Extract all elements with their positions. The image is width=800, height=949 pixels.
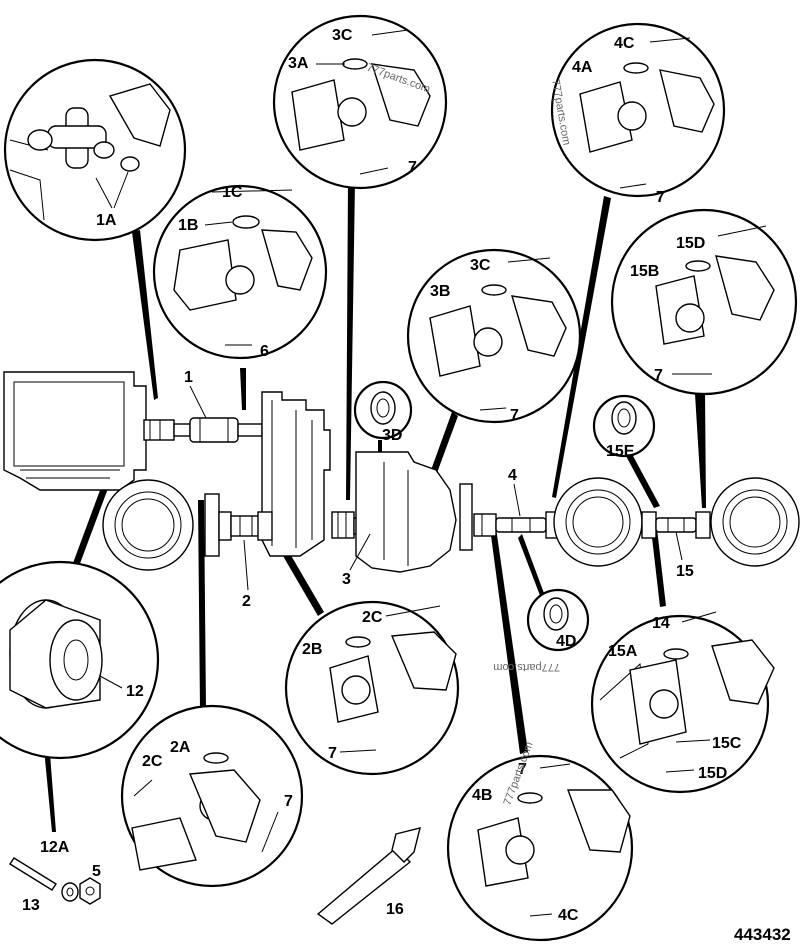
detail-circle-4A: 4C 4A 7 777parts.com <box>549 22 726 206</box>
callout-7-4B: 7 <box>518 761 527 778</box>
detail-circle-12: 12 <box>0 560 160 760</box>
detail-circle-2A: 2A 2C 7 <box>120 704 304 888</box>
detail-circle-3A: 3C 3A 7 777parts.com <box>272 14 448 190</box>
detail-circle-1B: 1C 1B 6 <box>152 184 328 360</box>
sealant-tube-16: 16 <box>316 827 421 925</box>
detail-circle-2B: 2C 2B 7 777parts.com <box>284 600 560 776</box>
drive-shaft-1 <box>143 417 263 443</box>
callout-15E: 15E <box>606 443 635 460</box>
callout-1: 1 <box>184 369 193 386</box>
callout-7-3A: 7 <box>408 159 417 176</box>
callout-14: 14 <box>652 615 670 632</box>
callout-15D-bottom: 15D <box>698 765 727 782</box>
callout-3D: 3D <box>382 427 402 444</box>
callout-3C-mid: 3C <box>470 257 491 274</box>
main-assembly <box>3 371 800 573</box>
callout-7-4A: 7 <box>656 189 665 206</box>
differential-housing <box>355 451 457 573</box>
callout-4C-top: 4C <box>614 35 635 52</box>
detail-circle-3B: 3C 3B 7 <box>406 248 582 424</box>
callout-7-2B: 7 <box>328 745 337 762</box>
callout-3B: 3B <box>430 283 450 300</box>
callout-4C-bottom: 4C <box>558 907 579 924</box>
callout-15: 15 <box>676 563 694 580</box>
drive-shaft-15 <box>641 511 711 539</box>
callout-4: 4 <box>508 467 517 484</box>
watermark-3: 777parts.com <box>493 661 560 673</box>
callout-12: 12 <box>126 683 144 700</box>
front-axle-hub-left <box>102 479 232 571</box>
callout-2B: 2B <box>302 641 322 658</box>
callout-7-3B: 7 <box>510 407 519 424</box>
callout-4D: 4D <box>556 633 576 650</box>
callout-7-15D: 7 <box>654 367 663 384</box>
callout-2C-lower: 2C <box>142 753 163 770</box>
callout-3: 3 <box>342 571 351 588</box>
reference-number: 443432 <box>734 925 791 944</box>
bolt-12A: 12A <box>9 839 70 891</box>
detail-circle-1A: 1A <box>3 58 187 242</box>
callout-4B: 4B <box>472 787 492 804</box>
callout-7-2A: 7 <box>284 793 293 810</box>
engine-block <box>3 371 147 491</box>
drive-shaft-4 <box>473 511 559 539</box>
washer-13: 13 <box>22 882 79 914</box>
callout-15D-top: 15D <box>676 235 705 252</box>
callout-2: 2 <box>242 593 251 610</box>
callout-13: 13 <box>22 897 40 914</box>
detail-circle-15B: 15D 15B 7 <box>610 208 798 396</box>
callout-16: 16 <box>386 901 404 918</box>
rear-axle-hub-center <box>553 477 643 567</box>
callout-15A: 15A <box>608 643 638 660</box>
callout-4A: 4A <box>572 59 593 76</box>
detail-circle-4B: 7 4B 4C 777parts.com <box>446 740 634 942</box>
callout-3A: 3A <box>288 55 309 72</box>
callout-1B: 1B <box>178 217 198 234</box>
callout-12A: 12A <box>40 839 70 856</box>
callout-15C: 15C <box>712 735 742 752</box>
callout-15B: 15B <box>630 263 659 280</box>
callout-2A: 2A <box>170 739 191 756</box>
detail-seal-15E: 15E <box>592 394 656 460</box>
callout-6: 6 <box>260 343 269 360</box>
detail-seal-3D: 3D <box>353 380 413 444</box>
callout-1A: 1A <box>96 212 117 229</box>
detail-circle-15A: 14 15A 15C 15D <box>590 611 775 794</box>
rear-axle-hub-right <box>710 477 800 567</box>
callout-1C: 1C <box>222 184 243 201</box>
callout-5: 5 <box>92 863 101 880</box>
callout-2C-upper: 2C <box>362 609 383 626</box>
detail-seal-4D: 4D <box>526 588 590 652</box>
callout-3C-top: 3C <box>332 27 353 44</box>
nut-5: 5 <box>79 863 101 905</box>
drive-shaft-2 <box>230 511 273 541</box>
